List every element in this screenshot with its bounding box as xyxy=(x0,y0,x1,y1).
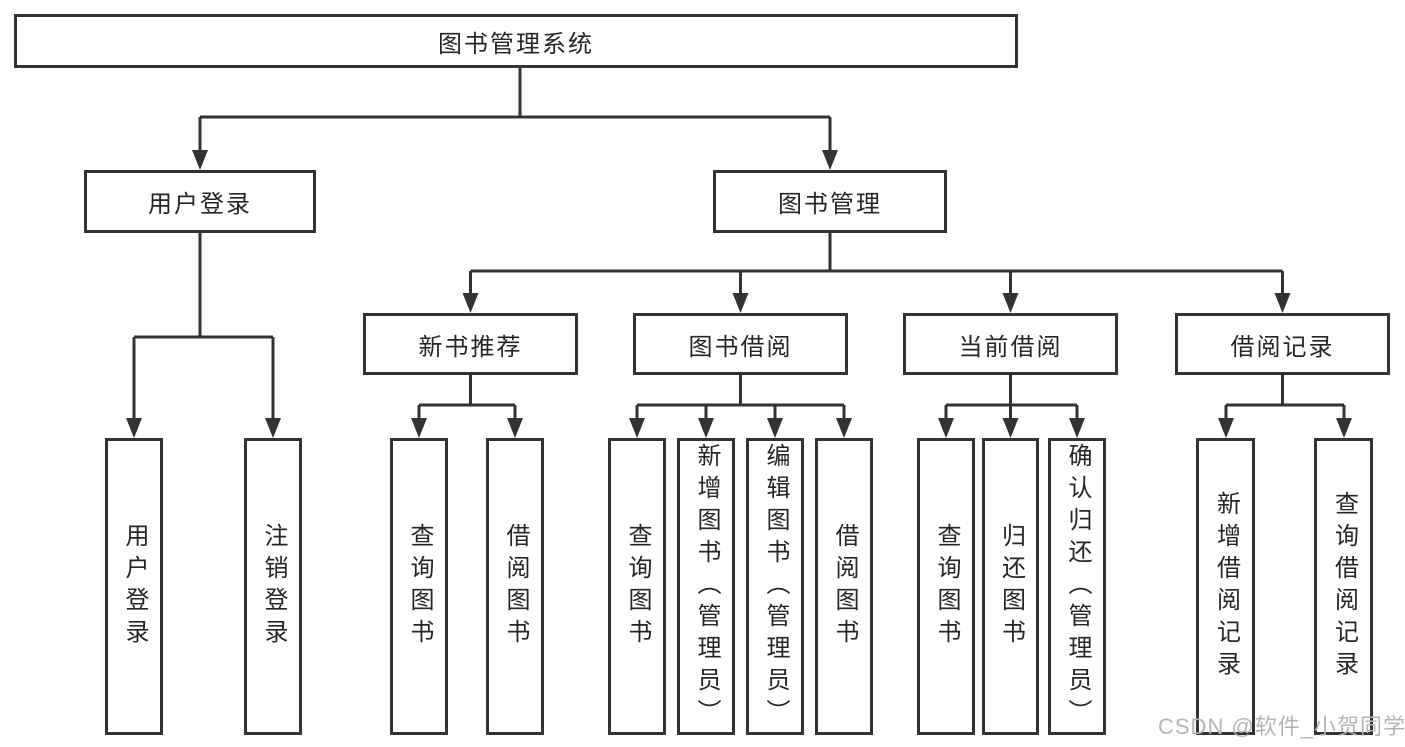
node-current-borrowing-label: 当前借阅 xyxy=(958,333,1063,361)
connector-records-split xyxy=(1218,375,1352,438)
node-current-borrowing: 当前借阅 xyxy=(903,313,1118,375)
node-user-login-label: 用户登录 xyxy=(148,191,252,218)
node-user-login: 用户登录 xyxy=(84,170,316,233)
leaf-return-books: 归还图书 xyxy=(982,438,1039,735)
node-new-book-recommend: 新书推荐 xyxy=(363,313,578,375)
node-book-borrowing: 图书借阅 xyxy=(633,313,848,375)
leaf-query-borrow-record-label: 查询借阅记录 xyxy=(1330,490,1358,683)
leaf-return-books-label: 归还图书 xyxy=(997,522,1025,651)
leaf-user-login: 用户登录 xyxy=(105,438,163,735)
leaf-add-books-admin: 新增图书（管理员） xyxy=(677,438,735,735)
node-book-management-label: 图书管理 xyxy=(778,191,882,218)
leaf-confirm-return-admin: 确认归还（管理员） xyxy=(1048,438,1106,735)
leaf-query-books-current: 查询图书 xyxy=(917,438,975,735)
leaf-borrow-books-2-label: 借阅图书 xyxy=(831,522,858,651)
leaf-edit-books-admin-label: 编辑图书（管理员） xyxy=(762,442,789,731)
connector-root-to-level2 xyxy=(192,68,838,170)
node-new-book-recommend-label: 新书推荐 xyxy=(418,333,523,361)
leaf-user-login-label: 用户登录 xyxy=(121,522,148,651)
node-book-borrowing-label: 图书借阅 xyxy=(688,333,793,361)
connector-user-login-split xyxy=(126,233,281,438)
leaf-borrow-books: 借阅图书 xyxy=(486,438,544,735)
leaf-edit-books-admin: 编辑图书（管理员） xyxy=(746,438,804,735)
leaf-logout: 注销登录 xyxy=(244,438,302,735)
leaf-borrow-books-label: 借阅图书 xyxy=(502,522,529,651)
leaf-query-books-borrowing: 查询图书 xyxy=(608,438,666,735)
leaf-add-borrow-record-label: 新增借阅记录 xyxy=(1212,490,1240,683)
node-book-management: 图书管理 xyxy=(713,170,947,233)
leaf-query-books-label: 查询图书 xyxy=(406,522,433,651)
watermark: CSDN @软件_小贺同学 xyxy=(1158,714,1405,739)
leaf-add-borrow-record: 新增借阅记录 xyxy=(1196,438,1255,735)
leaf-query-books-current-label: 查询图书 xyxy=(933,522,960,651)
leaf-query-books-borrowing-label: 查询图书 xyxy=(624,522,651,651)
leaf-borrow-books-2: 借阅图书 xyxy=(815,438,873,735)
node-borrowing-records: 借阅记录 xyxy=(1175,313,1390,375)
connector-book-borrowing-split xyxy=(629,375,852,438)
node-borrowing-records-label: 借阅记录 xyxy=(1230,333,1335,361)
leaf-confirm-return-admin-label: 确认归还（管理员） xyxy=(1064,442,1091,731)
leaf-logout-label: 注销登录 xyxy=(260,522,287,651)
leaf-query-books: 查询图书 xyxy=(390,438,448,735)
leaf-add-books-admin-label: 新增图书（管理员） xyxy=(693,442,720,731)
connector-current-borrowing-split xyxy=(938,375,1085,438)
leaf-query-borrow-record: 查询借阅记录 xyxy=(1314,438,1373,735)
connector-book-management-to-level3 xyxy=(462,233,1291,313)
node-root-label: 图书管理系统 xyxy=(438,30,594,58)
connector-new-book-split xyxy=(411,375,523,438)
node-root: 图书管理系统 xyxy=(14,14,1018,68)
